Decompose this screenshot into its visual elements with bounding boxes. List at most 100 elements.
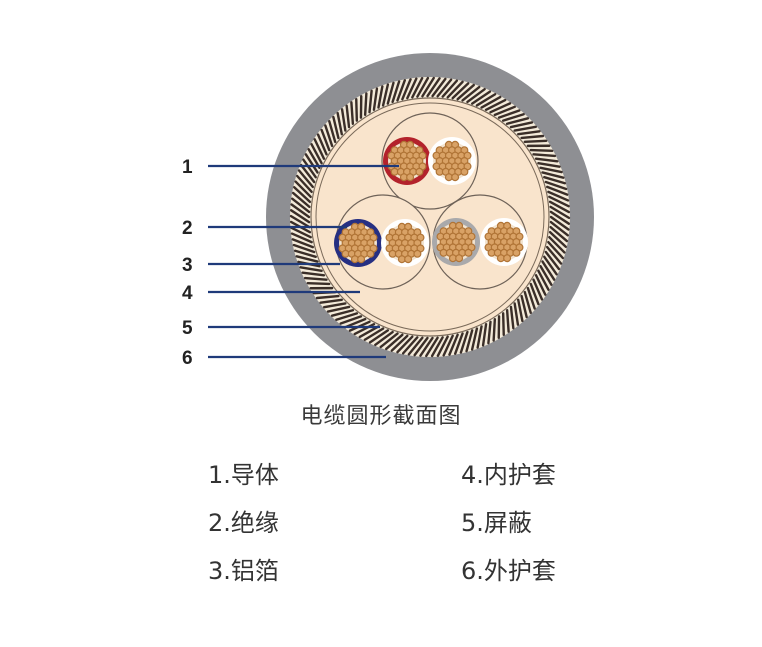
braid-strand [289,214,311,229]
braid-strand [391,80,401,104]
cores [334,137,528,267]
legend-column-left: 1.导体 2.绝缘 3.铝箔 [208,451,279,595]
conductor-strand [357,255,366,264]
conductor-strand [451,173,460,182]
braid-strand [456,83,475,101]
braid-strand [487,320,492,345]
braid-strand [406,77,418,100]
braid-strand [501,312,505,337]
braid-strand [481,323,488,347]
braid-strand [517,130,541,136]
core [381,219,429,267]
braid-strand [368,89,373,114]
braid-strand [509,121,534,129]
callout-number: 4 [182,283,193,304]
braid-strand [489,102,512,114]
legend-item-outer-sheath: 6.外护套 [461,557,556,585]
conductor-strand [413,249,422,258]
braid-strand [426,77,441,98]
core [480,218,528,266]
braid-strand [328,120,337,144]
legend-item-shield: 5.屏蔽 [461,509,532,537]
braid-strand [324,124,334,148]
braid-strand [544,180,568,191]
braid-strand [451,82,470,100]
braid-strand [546,185,569,196]
braid-strand [297,169,314,189]
braid-strand [401,78,412,101]
core [383,137,431,185]
braid-strand [549,215,570,231]
braid-strand [353,323,376,336]
braid-strand [323,302,347,309]
braid-strand [537,161,561,168]
braid-strand [476,325,483,349]
braid-strand [547,240,565,260]
braid-strand [501,113,525,122]
braid-strand [386,81,395,105]
braid-strand [461,85,481,102]
braid-strand [532,278,544,301]
braid-strand [520,294,528,319]
legend-column-right: 4.内护套 5.屏蔽 6.外护套 [461,451,556,595]
braid-strand [295,174,313,194]
braid-strand [484,98,507,111]
braid-strand [505,117,530,125]
braid-strand [291,191,311,209]
braid-strand [441,79,459,98]
braid-strand [326,305,351,313]
braid-strand [345,104,351,129]
braid-strand [310,143,323,165]
braid-strand [339,315,363,325]
braid-strand [436,78,453,98]
braid-strand [543,255,558,276]
conductor-strand [404,255,413,264]
braid-strand [548,200,571,214]
conductor-strand [512,248,521,257]
legend-item-insulation: 2.绝缘 [208,509,279,537]
shield-braid [289,76,571,358]
braid-strand [363,327,385,341]
braid-strand [396,335,414,354]
conductor-strand [415,167,424,176]
braid-strand [520,134,545,140]
braid-strand [541,171,565,179]
braid-strand [363,92,368,117]
braid-strand [544,250,561,271]
braid-strand [529,282,540,306]
conductor-strand [455,254,464,263]
braid-strand [385,333,404,351]
braid-strand [541,260,556,281]
braid-strand [492,317,497,342]
braid-strand [289,209,311,224]
braid-strand [306,282,331,286]
braid-strand [509,305,515,330]
conductor-strand [503,254,512,263]
braid-strand [493,105,516,117]
braid-strand [517,298,524,323]
braid-strand [523,139,548,144]
core [432,218,480,266]
braid-strand [416,76,430,98]
braid-strand [315,294,340,300]
braid-strand [454,332,464,355]
braid-strand [396,79,406,102]
braid-strand [421,76,435,98]
braid-strand [549,210,571,225]
conductor-strand [460,167,469,176]
braid-strand [377,85,384,109]
braid-strand [344,317,367,329]
braid-strand [290,203,311,219]
braid-strand [316,133,328,156]
braid-strand [293,249,317,258]
braid-strand [537,269,550,291]
braid-strand [446,80,464,99]
braid-strand [374,330,394,346]
braid-strand [543,176,567,185]
braid-strand [419,336,434,357]
conductor-strand [464,248,473,257]
legend-item-aluminum-foil: 3.铝箔 [208,557,279,585]
braid-strand [330,309,355,317]
braid-strand [442,334,454,357]
